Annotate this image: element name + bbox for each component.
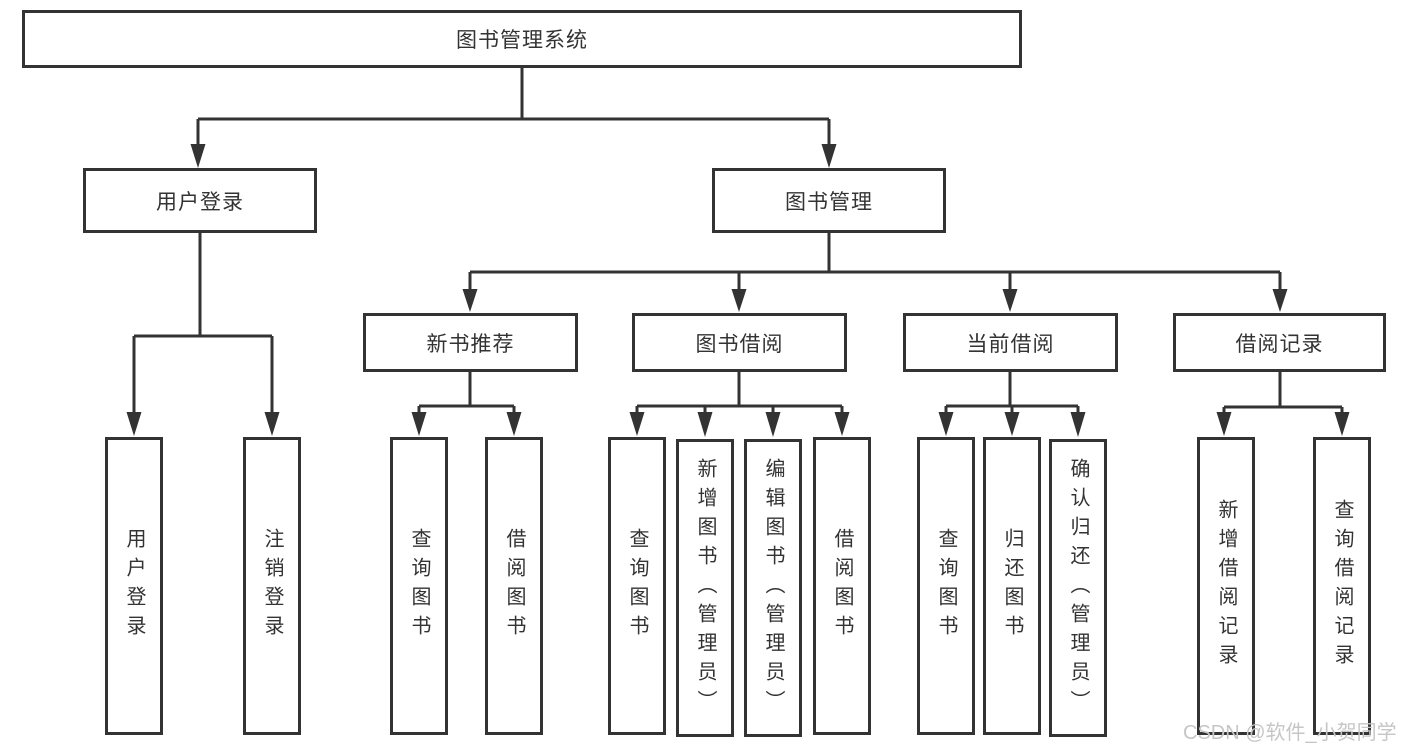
leaf-logout: 注销登录 xyxy=(243,437,301,735)
leaf-borrowing-add-books-admin: 新增图书（管理员） xyxy=(676,439,734,737)
leaf-current-return-books: 归还图书 xyxy=(983,437,1041,735)
node-new-book-recommend: 新书推荐 xyxy=(363,313,578,372)
leaf-current-query-books: 查询图书 xyxy=(917,437,975,735)
node-book-management: 图书管理 xyxy=(712,168,946,233)
node-current-borrowing: 当前借阅 xyxy=(903,313,1118,372)
leaf-current-confirm-return-admin: 确认归还（管理员） xyxy=(1049,439,1107,737)
leaf-recommend-borrow-books: 借阅图书 xyxy=(485,437,543,735)
node-book-borrowing: 图书借阅 xyxy=(632,313,847,372)
node-root-library-system: 图书管理系统 xyxy=(22,10,1022,68)
leaf-records-add-record: 新增借阅记录 xyxy=(1197,437,1255,735)
leaf-borrowing-edit-books-admin: 编辑图书（管理员） xyxy=(744,439,802,737)
leaf-borrowing-query-books: 查询图书 xyxy=(608,437,666,735)
leaf-records-query-record: 查询借阅记录 xyxy=(1313,437,1371,735)
node-borrowing-records: 借阅记录 xyxy=(1173,313,1386,372)
csdn-watermark: CSDN @软件_小贺同学 xyxy=(1183,722,1397,744)
leaf-user-login: 用户登录 xyxy=(105,437,163,735)
node-user-login: 用户登录 xyxy=(83,168,317,233)
leaf-borrowing-borrow-books: 借阅图书 xyxy=(813,437,871,735)
leaf-recommend-query-books: 查询图书 xyxy=(390,437,448,735)
